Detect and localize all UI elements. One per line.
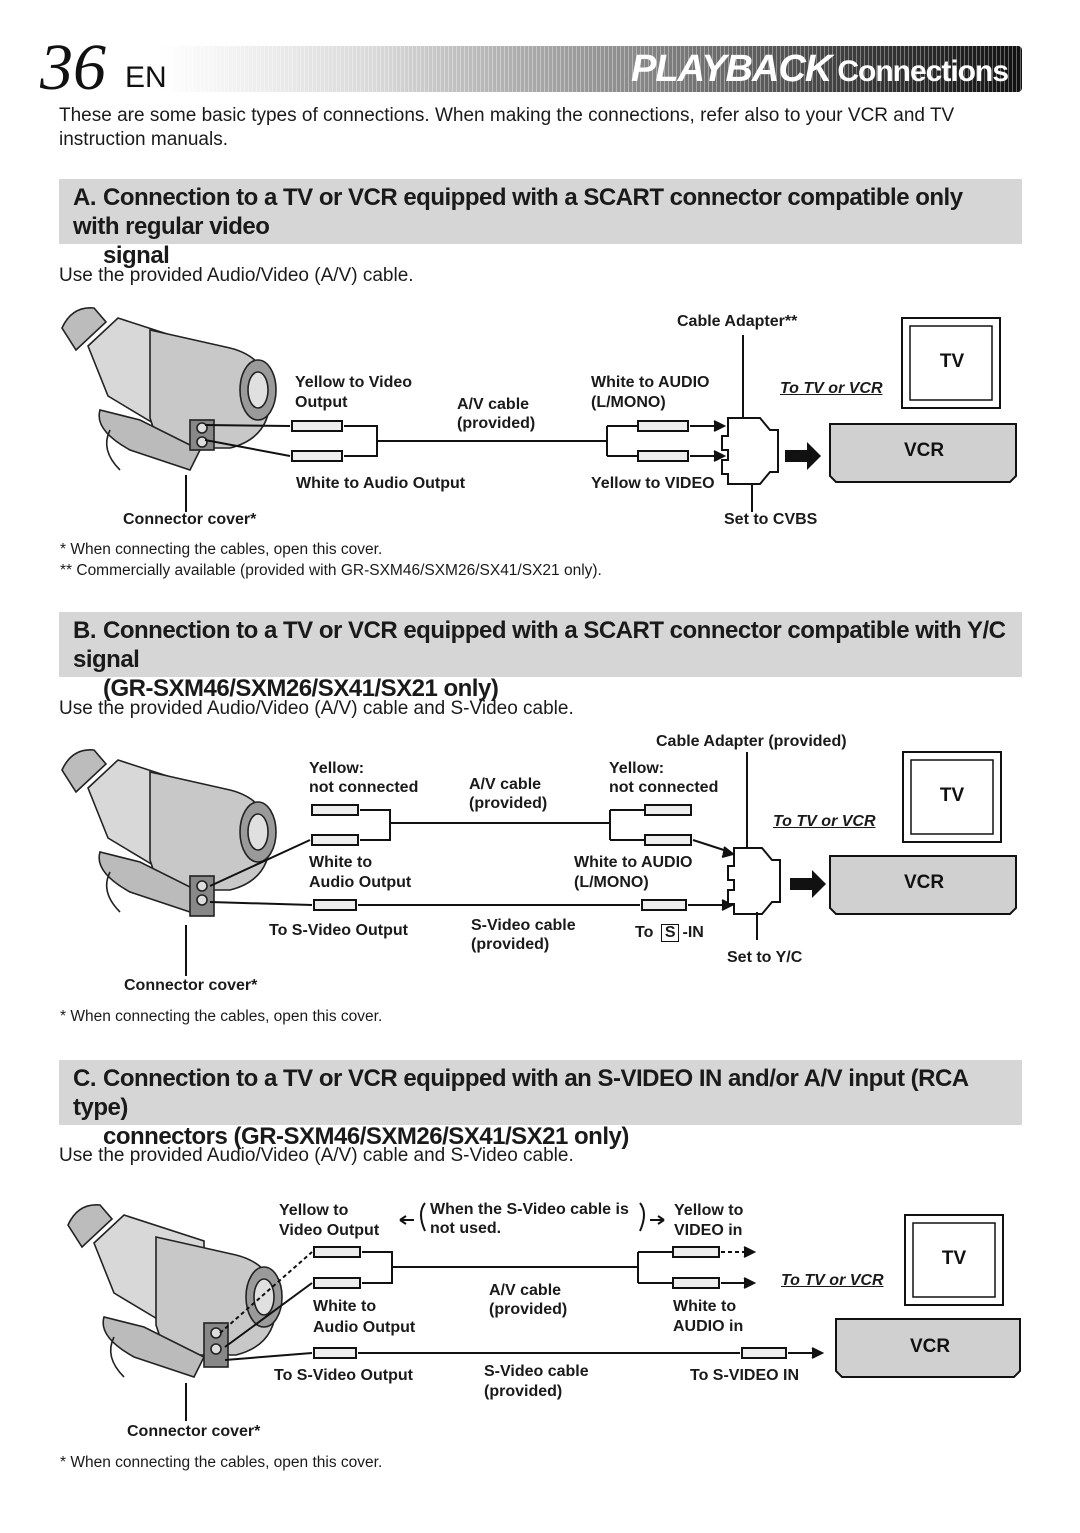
label-av-cable-provided: (provided): [469, 795, 548, 812]
footnote: * When connecting the cables, open this …: [60, 541, 383, 558]
label-audio-output: Audio Output: [309, 874, 412, 891]
header-bar: [160, 46, 1022, 92]
section-c-instruction: Use the provided Audio/Video (A/V) cable…: [59, 1145, 574, 1166]
vcr-icon: VCR: [829, 423, 1017, 483]
camcorder-illustration: [67, 1204, 283, 1378]
label-yellow-not-connected-right-2: not connected: [609, 779, 719, 796]
tv-icon: TV: [902, 751, 1002, 843]
page-number: 36: [40, 31, 106, 104]
tv-label: TV: [940, 785, 965, 806]
label-yellow-video-2: Output: [295, 394, 348, 411]
tv-icon: TV: [904, 1214, 1004, 1306]
tv-label: TV: [940, 351, 965, 372]
label-connector-cover: Connector cover*: [123, 511, 257, 528]
label-yellow-to: Yellow to: [279, 1202, 349, 1219]
page-title-main: PLAYBACK: [631, 48, 832, 90]
cable-adapter: [727, 752, 781, 940]
section-a-heading: A.Connection to a TV or VCR equipped wit…: [73, 184, 963, 269]
vcr-icon: VCR: [835, 1318, 1021, 1378]
label-yellow-to-video: Yellow to VIDEO: [591, 475, 715, 492]
arrow-right-icon: [790, 870, 826, 898]
language-code: EN: [125, 61, 167, 94]
label-white-audio: White to AUDIO: [591, 374, 710, 391]
label-av-cable: A/V cable: [457, 396, 530, 413]
label-when-svideo: When the S-Video cable is: [430, 1201, 629, 1218]
label-yellow-not-connected-2: not connected: [309, 779, 419, 796]
label-white-to-in: White to: [673, 1298, 737, 1315]
label-to-tv-vcr: To TV or VCR: [780, 380, 883, 397]
label-cable-adapter: Cable Adapter (provided): [656, 733, 847, 750]
diagram-a: TV VCR: [61, 307, 1017, 512]
label-set-to: Set to CVBS: [724, 511, 818, 528]
section-c-heading: C.Connection to a TV or VCR equipped wit…: [73, 1065, 968, 1150]
label-svideo-cable-provided: (provided): [484, 1383, 563, 1400]
label-yellow-video: Yellow to Video: [295, 374, 413, 391]
s-terminal-icon: S: [660, 924, 680, 942]
vcr-label: VCR: [904, 440, 944, 461]
cable-adapter: [721, 335, 779, 512]
label-to-tv-vcr: To TV or VCR: [781, 1272, 884, 1289]
vcr-icon: VCR: [829, 855, 1017, 915]
label-white-audio-2: (L/MONO): [574, 874, 649, 891]
label-yellow-not-connected-right: Yellow:: [609, 760, 665, 777]
label-white-to: White to: [313, 1298, 377, 1315]
label-not-used: not used.: [430, 1220, 502, 1237]
av-cable-left: [204, 420, 727, 462]
footnote: * When connecting the cables, open this …: [60, 1008, 383, 1025]
label-white-audio-output: White to Audio Output: [296, 475, 466, 492]
label-white-audio-2: (L/MONO): [591, 394, 666, 411]
section-b-heading: B.Connection to a TV or VCR equipped wit…: [73, 617, 1006, 702]
section-a-heading-box: [59, 179, 1022, 244]
label-set-to: Set to Y/C: [727, 949, 803, 966]
label-svideo-cable: S-Video cable: [471, 917, 576, 934]
arrow-right-icon: [785, 442, 821, 470]
label-to-svideo-output: To S-Video Output: [269, 922, 408, 939]
section-b-heading-box: [59, 612, 1022, 677]
footnote: * When connecting the cables, open this …: [60, 1454, 383, 1471]
diagram-b: TV VCR: [61, 749, 1017, 976]
label-to-svideo-output: To S-Video Output: [274, 1367, 413, 1384]
page-title-sub: Connections: [837, 55, 1009, 88]
label-white-to: White to: [309, 854, 373, 871]
label-av-cable: A/V cable: [469, 776, 542, 793]
section-c-heading-box: [59, 1060, 1022, 1125]
label-yellow-to-in: Yellow to: [674, 1202, 744, 1219]
camcorder-illustration: [61, 749, 277, 917]
label-video-in: VIDEO in: [674, 1222, 743, 1239]
label-svideo-cable-provided: (provided): [471, 936, 550, 953]
label-av-cable-provided: (provided): [489, 1301, 568, 1318]
label-av-cable: A/V cable: [489, 1282, 562, 1299]
tv-icon: TV: [901, 317, 1001, 409]
label-audio-in: AUDIO in: [673, 1318, 744, 1335]
vcr-label: VCR: [910, 1336, 950, 1357]
label-to-svideo-in: To S-VIDEO IN: [690, 1367, 800, 1384]
vcr-label: VCR: [904, 872, 944, 893]
label-cable-adapter: Cable Adapter**: [677, 313, 798, 330]
label-svideo-cable: S-Video cable: [484, 1363, 589, 1380]
label-to-tv-vcr: To TV or VCR: [773, 813, 876, 830]
section-a-instruction: Use the provided Audio/Video (A/V) cable…: [59, 265, 414, 286]
intro-text: These are some basic types of connection…: [59, 105, 955, 150]
camcorder-illustration: [61, 307, 277, 471]
av-cable-left: [209, 804, 736, 911]
av-cable: [219, 1202, 825, 1361]
label-connector-cover: Connector cover*: [127, 1423, 261, 1440]
footnote: ** Commercially available (provided with…: [60, 562, 602, 579]
section-b-instruction: Use the provided Audio/Video (A/V) cable…: [59, 698, 574, 719]
diagram-c: TV VCR: [67, 1202, 1021, 1421]
label-av-cable-provided: (provided): [457, 415, 536, 432]
label-audio-output: Audio Output: [313, 1319, 416, 1336]
tv-label: TV: [942, 1248, 967, 1269]
label-video-output: Video Output: [279, 1222, 380, 1239]
label-white-audio: White to AUDIO: [574, 854, 693, 871]
label-to-s-in: To S-IN: [635, 924, 704, 942]
label-yellow-not-connected: Yellow:: [309, 760, 365, 777]
label-connector-cover: Connector cover*: [124, 977, 258, 994]
